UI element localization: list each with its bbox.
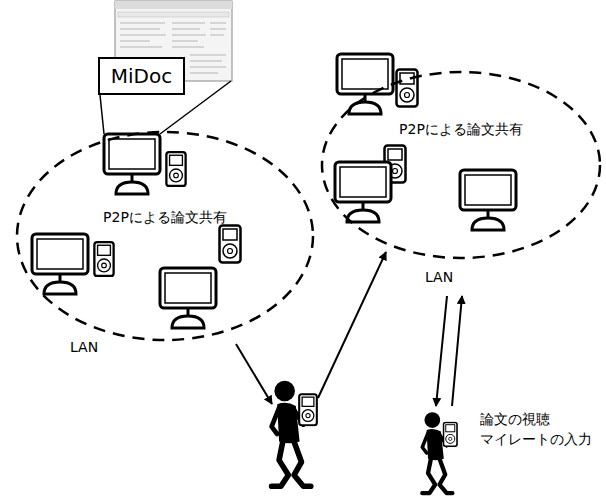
region-title: P2Pによる論文共有 (15, 208, 315, 226)
person-figure (272, 381, 317, 486)
app-name: MiDoc (111, 64, 172, 88)
lan-region: P2Pによる論文共有LAN (320, 70, 602, 260)
network-label: LAN (70, 338, 98, 356)
dashed-ellipse (15, 130, 315, 342)
network-label: LAN (425, 268, 453, 286)
action-label: マイレートの入力 (480, 430, 592, 448)
app-screenshot (100, 1, 232, 134)
person-figure (422, 412, 457, 493)
region-title: P2Pによる論文共有 (320, 120, 602, 138)
action-label: 論文の視聴 (480, 410, 550, 428)
computer-icons (32, 134, 241, 328)
app-name-box: MiDoc (98, 57, 185, 95)
computer-icons (335, 54, 516, 230)
lan-region: P2Pによる論文共有LAN (15, 130, 315, 342)
move-arrows (236, 252, 462, 406)
dashed-ellipse (320, 70, 602, 260)
